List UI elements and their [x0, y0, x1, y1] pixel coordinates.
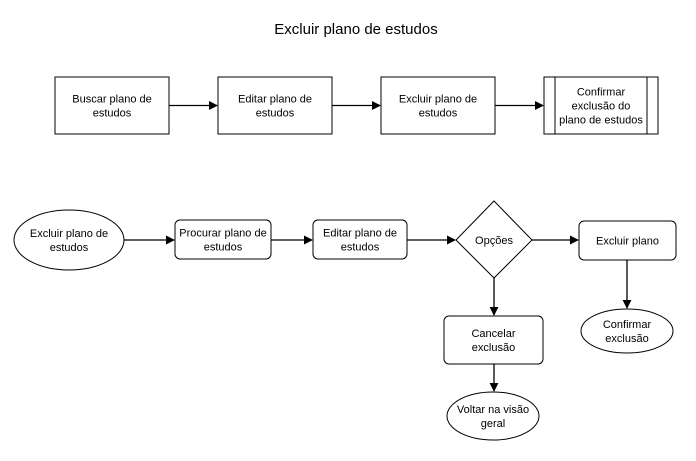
- node-label-line: Confirmar: [577, 87, 626, 99]
- node-label-line: estudos: [419, 108, 458, 120]
- node-label-line: Opções: [475, 235, 513, 247]
- node-label-line: Editar plano de: [323, 228, 397, 240]
- node-label-line: estudos: [50, 242, 89, 254]
- node-label-line: plano de estudos: [559, 115, 643, 127]
- node-label-line: estudos: [256, 108, 295, 120]
- node-label-line: geral: [481, 418, 505, 430]
- node-label-line: estudos: [204, 242, 243, 254]
- ellipse-confirmar: Confirmar exclusão: [580, 308, 674, 354]
- node-label-line: estudos: [93, 108, 132, 120]
- node-label-line: exclusão: [605, 333, 648, 345]
- node-label-line: Buscar plano de: [72, 94, 152, 106]
- node-label-line: Editar plano de: [238, 94, 312, 106]
- node-label-line: Procurar plano de: [179, 228, 266, 240]
- top-node-excluir: Excluir plano de estudos: [380, 76, 496, 135]
- svg-text:Excluir plano: Excluir plano: [596, 236, 659, 248]
- svg-text:Opções: Opções: [475, 235, 513, 247]
- node-label-line: estudos: [341, 242, 380, 254]
- node-label-line: exclusão do: [572, 101, 631, 113]
- start-ellipse: Excluir plano de estudos: [13, 209, 125, 271]
- node-label-line: Voltar na visão: [457, 404, 529, 416]
- node-excluir-plano: Excluir plano: [578, 220, 677, 261]
- top-node-buscar: Buscar plano de estudos: [54, 76, 170, 135]
- top-node-editar: Editar plano de estudos: [217, 76, 333, 135]
- node-label-line: exclusão: [472, 342, 515, 354]
- node-procurar: Procurar plano de estudos: [174, 219, 272, 260]
- node-label-line: Cancelar: [471, 328, 515, 340]
- node-label-line: Excluir plano de: [399, 94, 477, 106]
- diagram-title: Excluir plano de estudos: [274, 21, 437, 38]
- node-label-line: Excluir plano: [596, 236, 659, 248]
- top-node-confirmar: Confirmar exclusão do plano de estudos: [543, 76, 659, 135]
- node-cancelar: Cancelar exclusão: [443, 315, 544, 365]
- node-editar: Editar plano de estudos: [312, 219, 408, 260]
- node-label-line: Excluir plano de: [30, 228, 108, 240]
- decision-opcoes: Opções: [455, 200, 533, 279]
- node-label-line: Confirmar: [603, 319, 652, 331]
- ellipse-voltar: Voltar na visão geral: [446, 391, 540, 441]
